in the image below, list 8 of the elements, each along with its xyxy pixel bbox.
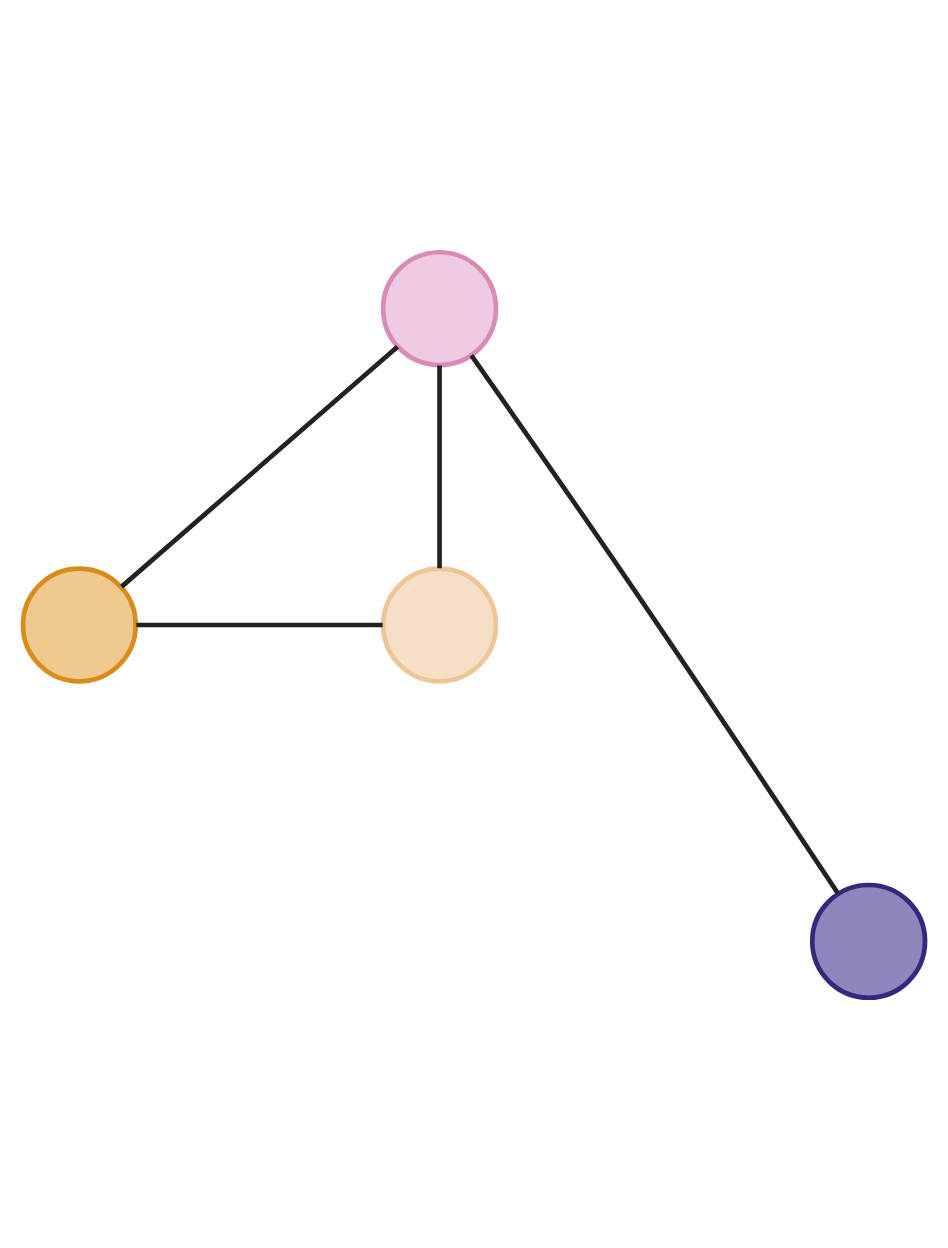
connector — [136, 621, 383, 627]
node-circle — [20, 565, 139, 683]
node-circle — [809, 881, 928, 1000]
connector — [469, 352, 840, 894]
connector — [120, 343, 400, 588]
node-circle — [380, 248, 499, 367]
connector — [437, 364, 442, 568]
node-circle — [380, 565, 499, 683]
